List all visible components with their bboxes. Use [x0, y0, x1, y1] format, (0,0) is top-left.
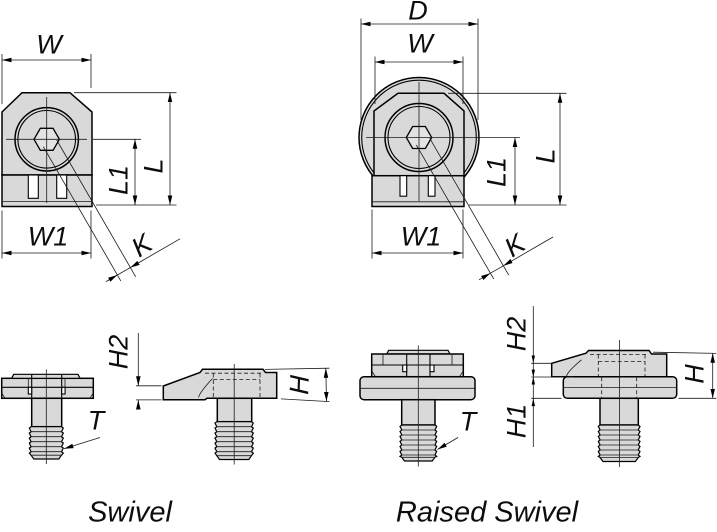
dim-label-h2-swivel: H2: [103, 334, 134, 370]
swivel-stud-profile-view: [136, 333, 330, 465]
clamp-arm-profile: [162, 368, 278, 401]
leader-t: [63, 437, 101, 450]
dim-label-h1-raised: H1: [501, 403, 532, 439]
dim-label-w-swivel: W: [36, 29, 62, 60]
dim-label-l-swivel: L: [138, 158, 169, 174]
dim-label-t-swivel: T: [87, 405, 105, 436]
dim-label-t-raised: T: [459, 406, 477, 437]
stud-neck: [30, 397, 63, 428]
clamp-arm-profile: [550, 349, 668, 378]
dim-label-w1-swivel: W1: [27, 221, 69, 252]
base-slot: [427, 175, 436, 197]
swivel-stud-front-view: [0, 369, 101, 464]
dim-line-k: [503, 236, 554, 267]
dim-label-h-raised: H: [679, 364, 710, 384]
dim-label-d-raised: D: [408, 0, 428, 26]
dim-label-l1-raised: L1: [481, 156, 512, 188]
arm-top-plate: [10, 373, 81, 379]
swivel-seat-arc: [566, 359, 582, 377]
leader-t: [437, 437, 459, 450]
base-slot: [399, 175, 408, 197]
clamp-arm-front: [0, 377, 95, 400]
dim-line-h: [323, 368, 329, 402]
caption-swivel: Swivel: [88, 496, 172, 529]
raised-swivel-front-view: [358, 18, 567, 281]
dim-label-h-swivel: H: [284, 374, 315, 396]
raised-stud-profile-view: [531, 306, 717, 467]
dim-label-l1-swivel: L1: [103, 164, 134, 196]
swivel-seat-arc: [198, 378, 213, 398]
swivel-front-view: [1, 54, 181, 282]
caption-raised-swivel: Raised Swivel: [395, 496, 579, 529]
dim-label-w-raised: W: [407, 28, 433, 59]
dim-label-l-raised: L: [530, 148, 561, 164]
dim-line-k: [130, 238, 181, 268]
base-slot: [27, 174, 39, 199]
dim-label-w1-raised: W1: [400, 221, 442, 252]
raised-stud-front-view: [359, 345, 476, 467]
dim-label-h2-raised: H2: [501, 316, 532, 352]
